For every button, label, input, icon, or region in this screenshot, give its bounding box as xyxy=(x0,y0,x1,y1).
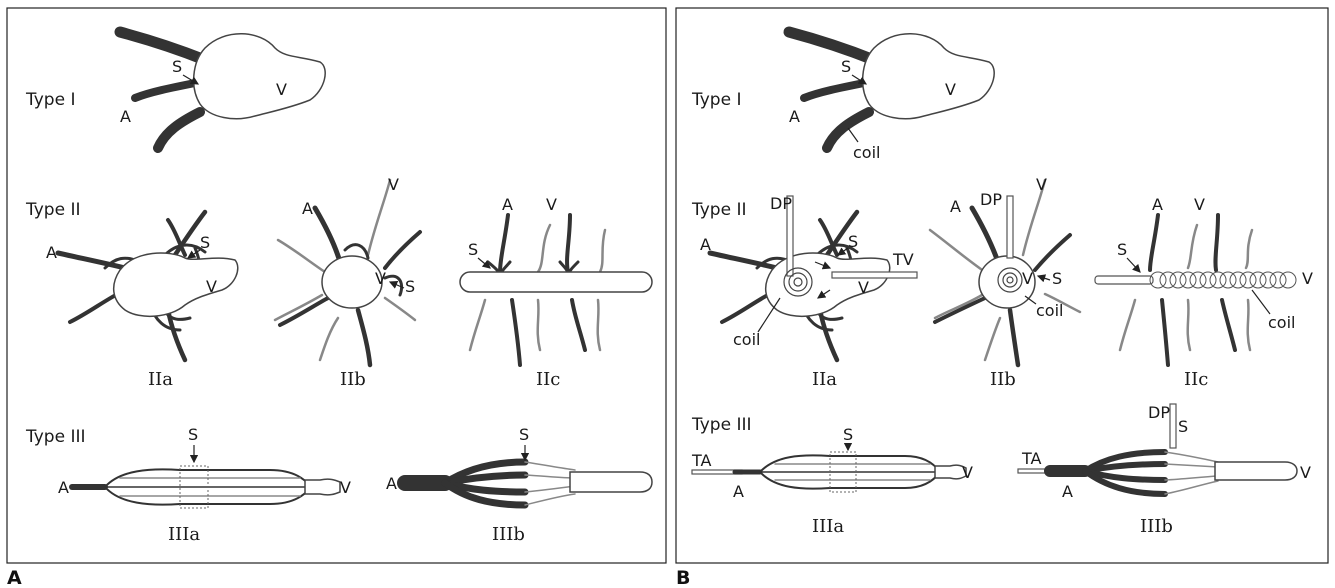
panel-a-iib-a-label: A xyxy=(302,199,313,218)
panel-b-type-ii-title: Type II xyxy=(691,200,746,220)
panel-a-letter: A xyxy=(7,567,22,588)
panel-b-iiib-s-label: S xyxy=(1178,417,1188,436)
panel-b-iiib-dp-label: DP xyxy=(1148,403,1170,422)
panel-a-type-i-s-label: S xyxy=(172,57,182,76)
panel-b-letter: B xyxy=(676,567,690,588)
panel-b-iia-coil-label: coil xyxy=(733,330,760,349)
panel-b-iic-v-label: V xyxy=(1302,269,1313,288)
panel-b-iiia-s-label: S xyxy=(843,425,853,444)
panel-a-iib-diagram xyxy=(275,180,420,365)
panel-b-iia-s-arrow xyxy=(838,248,848,255)
panel-a-type-i-title: Type I xyxy=(25,90,75,110)
panel-a-iia-v-label: V xyxy=(206,277,217,296)
panel-b-iiia-caption: IIIa xyxy=(812,516,844,537)
panel-a-type-i-a-label: A xyxy=(120,107,131,126)
panel-a: Type I S A V Type II A S V IIa A V xyxy=(7,32,652,588)
panel-a-iiia-a-label: A xyxy=(58,478,69,497)
panel-a-iic-diagram xyxy=(460,215,652,365)
panel-b-iia-tv-label: TV xyxy=(892,250,914,269)
panel-a-iiib-a-label: A xyxy=(386,474,397,493)
panel-b-type-i-s-label: S xyxy=(841,57,851,76)
panel-b-iic-diagram xyxy=(1095,215,1296,365)
panel-b-iib-v-top-label: V xyxy=(1036,175,1047,194)
panel-b-type-i-a-label: A xyxy=(789,107,800,126)
panel-a-type-ii-title: Type II xyxy=(25,200,80,220)
panel-a-iia-caption: IIa xyxy=(148,369,173,390)
panel-a-iic-caption: IIc xyxy=(536,369,560,390)
panel-a-iic-a-label: A xyxy=(502,195,513,214)
panel-b-iia-s-label: S xyxy=(848,232,858,251)
panel-b-iic-caption: IIc xyxy=(1184,369,1208,390)
panel-b-iiib-v-label: V xyxy=(1300,463,1311,482)
panel-b-iib-s-arrow xyxy=(1038,276,1050,280)
panel-a-iiia-v-label: V xyxy=(340,478,351,497)
panel-b-iic-coil-label: coil xyxy=(1268,313,1295,332)
panel-b-iiia-a-label: A xyxy=(733,482,744,501)
panel-b-iia-coil-pointer xyxy=(758,298,780,332)
panel-b-iia-dp-label: DP xyxy=(770,194,792,213)
panel-a-iia-s-label: S xyxy=(200,233,210,252)
panel-a-iiia-s-label: S xyxy=(188,425,198,444)
panel-b: Type I S A V coil Type II A DP S TV V co… xyxy=(676,32,1313,588)
panel-a-iiia-diagram xyxy=(72,466,340,508)
panel-a-type-iii-title: Type III xyxy=(25,427,86,447)
panel-b-iic-s-label: S xyxy=(1117,240,1127,259)
panel-a-iiib-s-label: S xyxy=(519,425,529,444)
panel-b-type-i-diagram xyxy=(789,32,994,148)
panel-b-iia-a-label: A xyxy=(700,235,711,254)
panel-a-type-i-diagram xyxy=(120,32,325,148)
panel-a-iiia-caption: IIIa xyxy=(168,524,200,545)
panel-b-iib-a-label: A xyxy=(950,197,961,216)
panel-b-iib-coil-label: coil xyxy=(1036,301,1063,320)
panel-a-iiib-diagram xyxy=(405,462,652,505)
panel-b-type-i-coil-pointer xyxy=(848,128,858,142)
panel-b-iic-a-label: A xyxy=(1152,195,1163,214)
panel-a-iib-v-top-label: V xyxy=(388,175,399,194)
panel-b-iic-s-arrow xyxy=(1127,258,1140,272)
panel-a-type-i-v-label: V xyxy=(276,80,287,99)
panel-b-iiia-v-label: V xyxy=(962,463,973,482)
panel-b-iib-v-label: V xyxy=(1022,269,1033,288)
panel-b-iib-dp-label: DP xyxy=(980,190,1002,209)
panel-b-iic-v-top-label: V xyxy=(1194,195,1205,214)
panel-b-type-i-coil-label: coil xyxy=(853,143,880,162)
panel-a-iic-s-label: S xyxy=(468,240,478,259)
panel-b-iib-caption: IIb xyxy=(990,369,1016,390)
panel-b-iic-coil-pointer xyxy=(1252,290,1270,314)
panel-a-iiib-caption: IIIb xyxy=(492,524,525,545)
panel-a-iib-s-label: S xyxy=(405,277,415,296)
panel-b-type-i-title: Type I xyxy=(691,90,741,110)
panel-b-type-i-v-label: V xyxy=(945,80,956,99)
panel-b-type-iii-title: Type III xyxy=(691,415,752,435)
panel-a-iib-caption: IIb xyxy=(340,369,366,390)
panel-b-iia-v-label: V xyxy=(858,278,869,297)
panel-a-iia-a-label: A xyxy=(46,243,57,262)
panel-b-iiia-ta-label: TA xyxy=(691,451,712,470)
panel-a-iic-v-label: V xyxy=(546,195,557,214)
panel-b-iiib-caption: IIIb xyxy=(1140,516,1173,537)
panel-b-iib-s-label: S xyxy=(1052,269,1062,288)
panel-b-iia-caption: IIa xyxy=(812,369,837,390)
panel-b-iiib-ta-label: TA xyxy=(1021,449,1042,468)
panel-b-iiib-a-label: A xyxy=(1062,482,1073,501)
panel-a-iib-v-label: V xyxy=(375,269,386,288)
